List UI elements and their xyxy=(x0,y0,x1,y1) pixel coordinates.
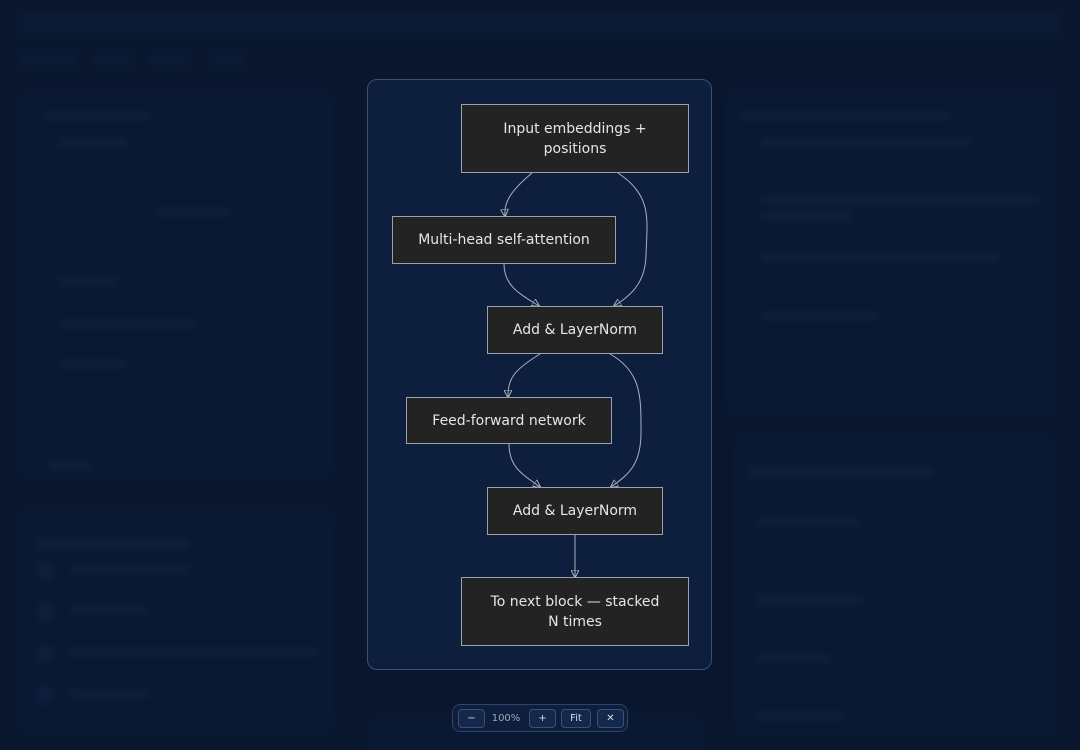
node-next-block[interactable]: To next block — stacked N times xyxy=(461,577,689,646)
node-input-embeddings[interactable]: Input embeddings + positions xyxy=(461,104,689,173)
edge-input-to-addnorm1 xyxy=(614,172,648,306)
zoom-in-button[interactable]: + xyxy=(529,709,556,728)
plus-icon: + xyxy=(538,713,547,724)
fit-button[interactable]: Fit xyxy=(561,709,591,728)
node-add-layernorm-2[interactable]: Add & LayerNorm xyxy=(487,487,663,535)
zoom-out-button[interactable]: − xyxy=(458,709,485,728)
node-label: Add & LayerNorm xyxy=(512,322,638,338)
edge-addnorm1-to-ffn xyxy=(508,353,541,397)
fit-label: Fit xyxy=(570,713,582,724)
minus-icon: − xyxy=(467,713,476,724)
node-label: Multi-head self-attention xyxy=(418,232,590,248)
edge-attn-to-addnorm1 xyxy=(503,263,539,306)
node-add-layernorm-1[interactable]: Add & LayerNorm xyxy=(487,306,663,354)
zoom-level: 100% xyxy=(491,713,521,724)
close-icon: ✕ xyxy=(606,713,615,724)
edge-ffn-to-addnorm2 xyxy=(508,443,540,487)
edge-input-to-attn xyxy=(505,172,533,216)
node-multi-head-self-attention[interactable]: Multi-head self-attention xyxy=(392,216,616,264)
diagram-edges xyxy=(368,172,648,671)
edge-addnorm1-to-addnorm2 xyxy=(610,353,642,487)
node-feed-forward-network[interactable]: Feed-forward network xyxy=(406,397,612,444)
diagram-card: Input embeddings + positions Multi-head … xyxy=(367,79,712,670)
node-label: Add & LayerNorm xyxy=(512,503,638,519)
node-label: Input embeddings + positions xyxy=(503,120,647,157)
node-label: To next block — stacked N times xyxy=(490,593,660,630)
node-label: Feed-forward network xyxy=(432,412,586,429)
zoom-toolbar: − 100% + Fit ✕ xyxy=(452,704,628,732)
close-button[interactable]: ✕ xyxy=(597,709,624,728)
